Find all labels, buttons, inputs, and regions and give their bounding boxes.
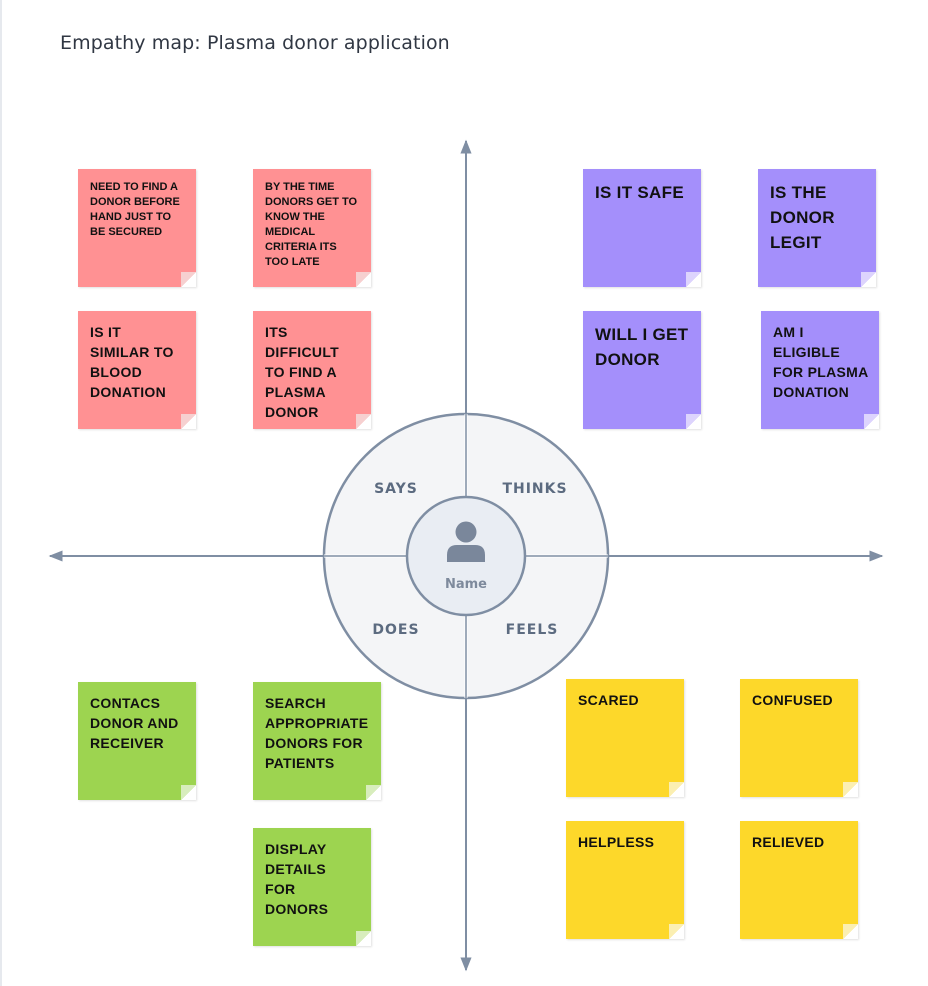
sticky-note-says[interactable]: BY THE TIME DONORS GET TO KNOW THE MEDIC… bbox=[253, 169, 371, 287]
sticky-note-feels[interactable]: RELIEVED bbox=[740, 821, 858, 939]
note-text: NEED TO FIND A DONOR BEFORE HAND JUST TO… bbox=[90, 181, 180, 238]
sticky-note-thinks[interactable]: IS THE DONOR LEGIT bbox=[758, 169, 876, 287]
note-text: CONTACS DONOR AND RECEIVER bbox=[90, 695, 179, 751]
note-text: IS IT SIMILAR TO BLOOD DONATION bbox=[90, 324, 174, 400]
sticky-note-does[interactable]: DISPLAY DETAILS FOR DONORS bbox=[253, 828, 371, 946]
sticky-note-feels[interactable]: CONFUSED bbox=[740, 679, 858, 797]
sticky-note-feels[interactable]: HELPLESS bbox=[566, 821, 684, 939]
page-title: Empathy map: Plasma donor application bbox=[60, 32, 450, 54]
sticky-note-thinks[interactable]: IS IT SAFE bbox=[583, 169, 701, 287]
note-text: DISPLAY DETAILS FOR DONORS bbox=[265, 841, 329, 917]
sticky-note-does[interactable]: CONTACS DONOR AND RECEIVER bbox=[78, 682, 196, 800]
sticky-note-says[interactable]: IS IT SIMILAR TO BLOOD DONATION bbox=[78, 311, 196, 429]
note-text: WILL I GET DONOR bbox=[595, 325, 689, 369]
quadrant-label-thinks: THINKS bbox=[502, 481, 568, 497]
sticky-note-says[interactable]: ITS DIFFICULT TO FIND A PLASMA DONOR bbox=[253, 311, 371, 429]
canvas-left-border bbox=[0, 0, 2, 986]
note-text: SCARED bbox=[578, 692, 639, 708]
sticky-note-thinks[interactable]: AM I ELIGIBLE FOR PLASMA DONATION bbox=[761, 311, 879, 429]
sticky-note-does[interactable]: SEARCH APPROPRIATE DONORS FOR PATIENTS bbox=[253, 682, 381, 800]
quadrant-label-says: SAYS bbox=[374, 481, 418, 497]
quadrant-label-feels: FEELS bbox=[505, 622, 559, 638]
note-text: IS IT SAFE bbox=[595, 183, 684, 202]
note-text: ITS DIFFICULT TO FIND A PLASMA DONOR bbox=[265, 324, 339, 420]
note-text: HELPLESS bbox=[578, 834, 655, 850]
sticky-note-says[interactable]: NEED TO FIND A DONOR BEFORE HAND JUST TO… bbox=[78, 169, 196, 287]
note-text: IS THE DONOR LEGIT bbox=[770, 183, 835, 252]
sticky-note-thinks[interactable]: WILL I GET DONOR bbox=[583, 311, 701, 429]
note-text: RELIEVED bbox=[752, 834, 825, 850]
note-text: SEARCH APPROPRIATE DONORS FOR PATIENTS bbox=[265, 695, 369, 771]
note-text: CONFUSED bbox=[752, 692, 833, 708]
note-text: BY THE TIME DONORS GET TO KNOW THE MEDIC… bbox=[265, 181, 358, 268]
persona-name: Name bbox=[444, 577, 487, 592]
sticky-note-feels[interactable]: SCARED bbox=[566, 679, 684, 797]
note-text: AM I ELIGIBLE FOR PLASMA DONATION bbox=[773, 324, 869, 400]
quadrant-label-does: DOES bbox=[372, 622, 420, 638]
user-avatar-icon bbox=[447, 521, 485, 562]
